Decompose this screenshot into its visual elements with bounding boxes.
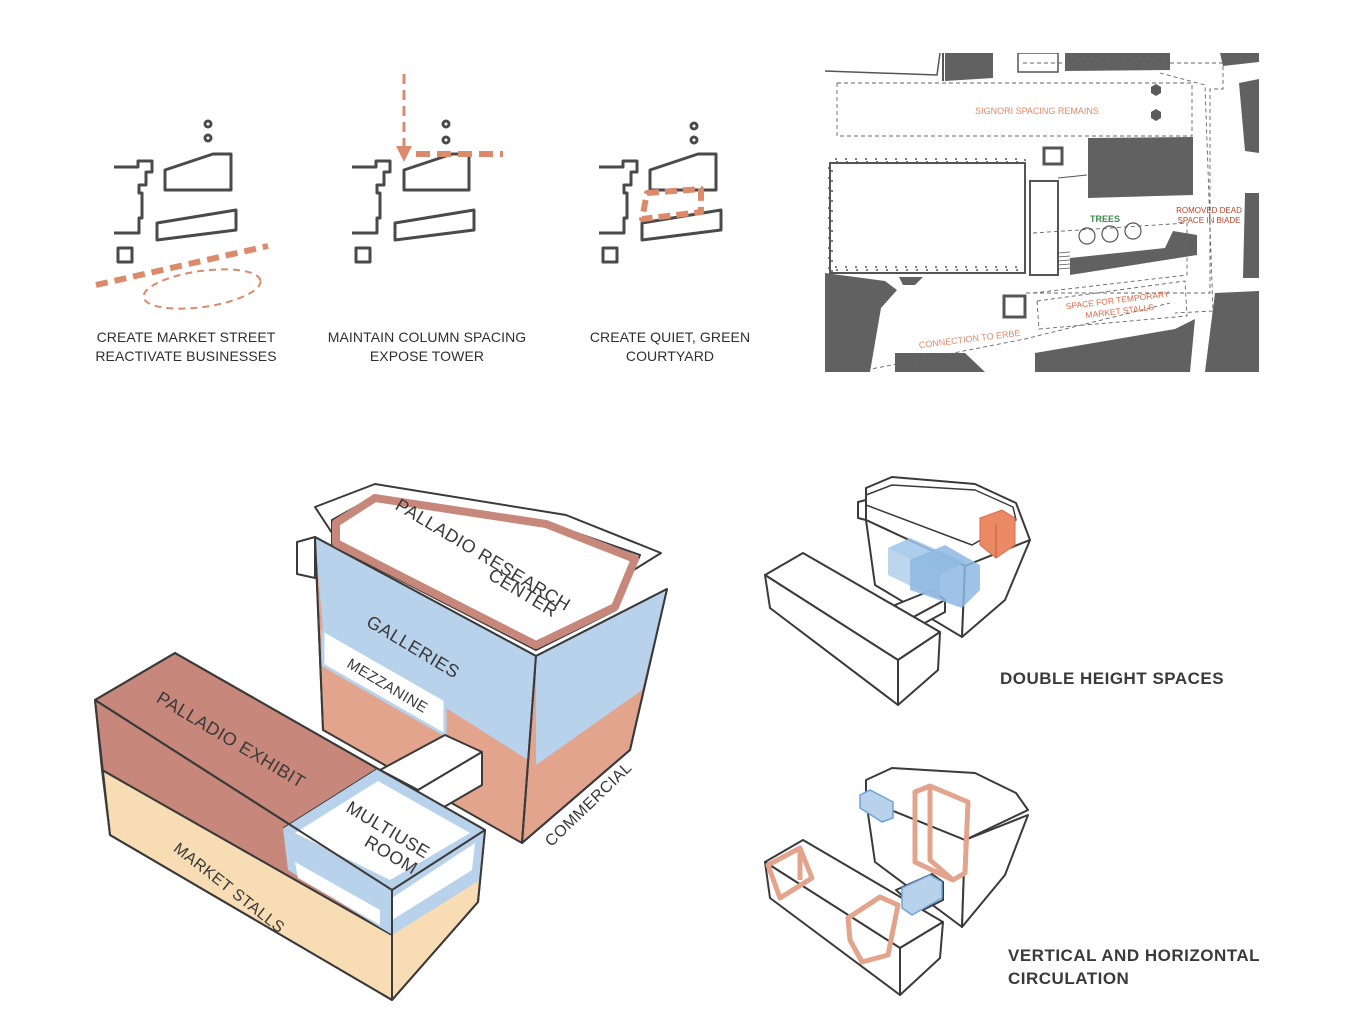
multiuse-end-room — [392, 843, 475, 920]
tower-view-arrowhead — [396, 146, 412, 162]
horizontal-circulation — [859, 789, 943, 916]
tower-left-stub — [296, 536, 316, 579]
label-removed-2: SPACE IN BIADE — [1178, 216, 1241, 225]
courtyard-dashed-outline — [639, 186, 704, 222]
tower-right-gallery — [536, 589, 667, 765]
concept-caption-2: MAINTAIN COLUMN SPACING EXPOSE TOWER — [317, 328, 537, 366]
concept-caption-2-line2: EXPOSE TOWER — [369, 348, 485, 364]
double-height-blue-volume — [888, 538, 980, 608]
concept-caption-3-line2: COURTYARD — [625, 348, 715, 364]
concept-caption-2-line1: MAINTAIN COLUMN SPACING — [327, 329, 527, 345]
site-stairs — [1057, 251, 1071, 270]
concept-1-plan — [114, 119, 238, 264]
site-buildings — [825, 53, 1259, 372]
label-signori: SIGNORI SPACING REMAINS — [975, 106, 1099, 116]
concept-2-plan — [352, 119, 476, 264]
multiuse-room-side — [295, 862, 380, 925]
market-street-dashed-line — [95, 243, 269, 288]
site-columns — [828, 158, 1026, 274]
multiuse-room — [295, 781, 470, 880]
tower-left-gallery — [315, 537, 536, 765]
double-height-title: DOUBLE HEIGHT SPACES — [1000, 669, 1225, 688]
concept-caption-1-line1: CREATE MARKET STREET — [96, 329, 276, 345]
label-removed-1: ROMOVED DEAD — [1176, 206, 1242, 215]
market-zone-dashed-ellipse — [142, 268, 262, 310]
concept-caption-1: CREATE MARKET STREET REACTIVATE BUSINESS… — [76, 328, 296, 366]
signori-zone — [836, 82, 1193, 137]
double-height-orange-volume — [979, 509, 1016, 559]
label-trees: TREES — [1090, 214, 1120, 224]
concept-caption-1-line2: REACTIVATE BUSINESSES — [95, 348, 277, 364]
vertical-circulation-outlines — [765, 783, 971, 965]
circulation-title-line1: VERTICAL AND HORIZONTAL — [1008, 946, 1261, 965]
market-stalls-zone — [1036, 280, 1188, 330]
concept-caption-3-line1: CREATE QUIET, GREEN — [589, 329, 751, 345]
site-hex-columns — [1151, 84, 1161, 121]
site-trees — [1078, 222, 1142, 245]
research-center-outline — [332, 494, 639, 649]
site-plan: SIGNORI SPACING REMAINS TREES ROMOVED DE… — [825, 53, 1259, 372]
concept-caption-3: CREATE QUIET, GREEN COURTYARD — [560, 328, 780, 366]
circulation-title: VERTICAL AND HORIZONTAL CIRCULATION — [1008, 944, 1260, 990]
circulation-title-line2: CIRCULATION — [1008, 969, 1130, 988]
